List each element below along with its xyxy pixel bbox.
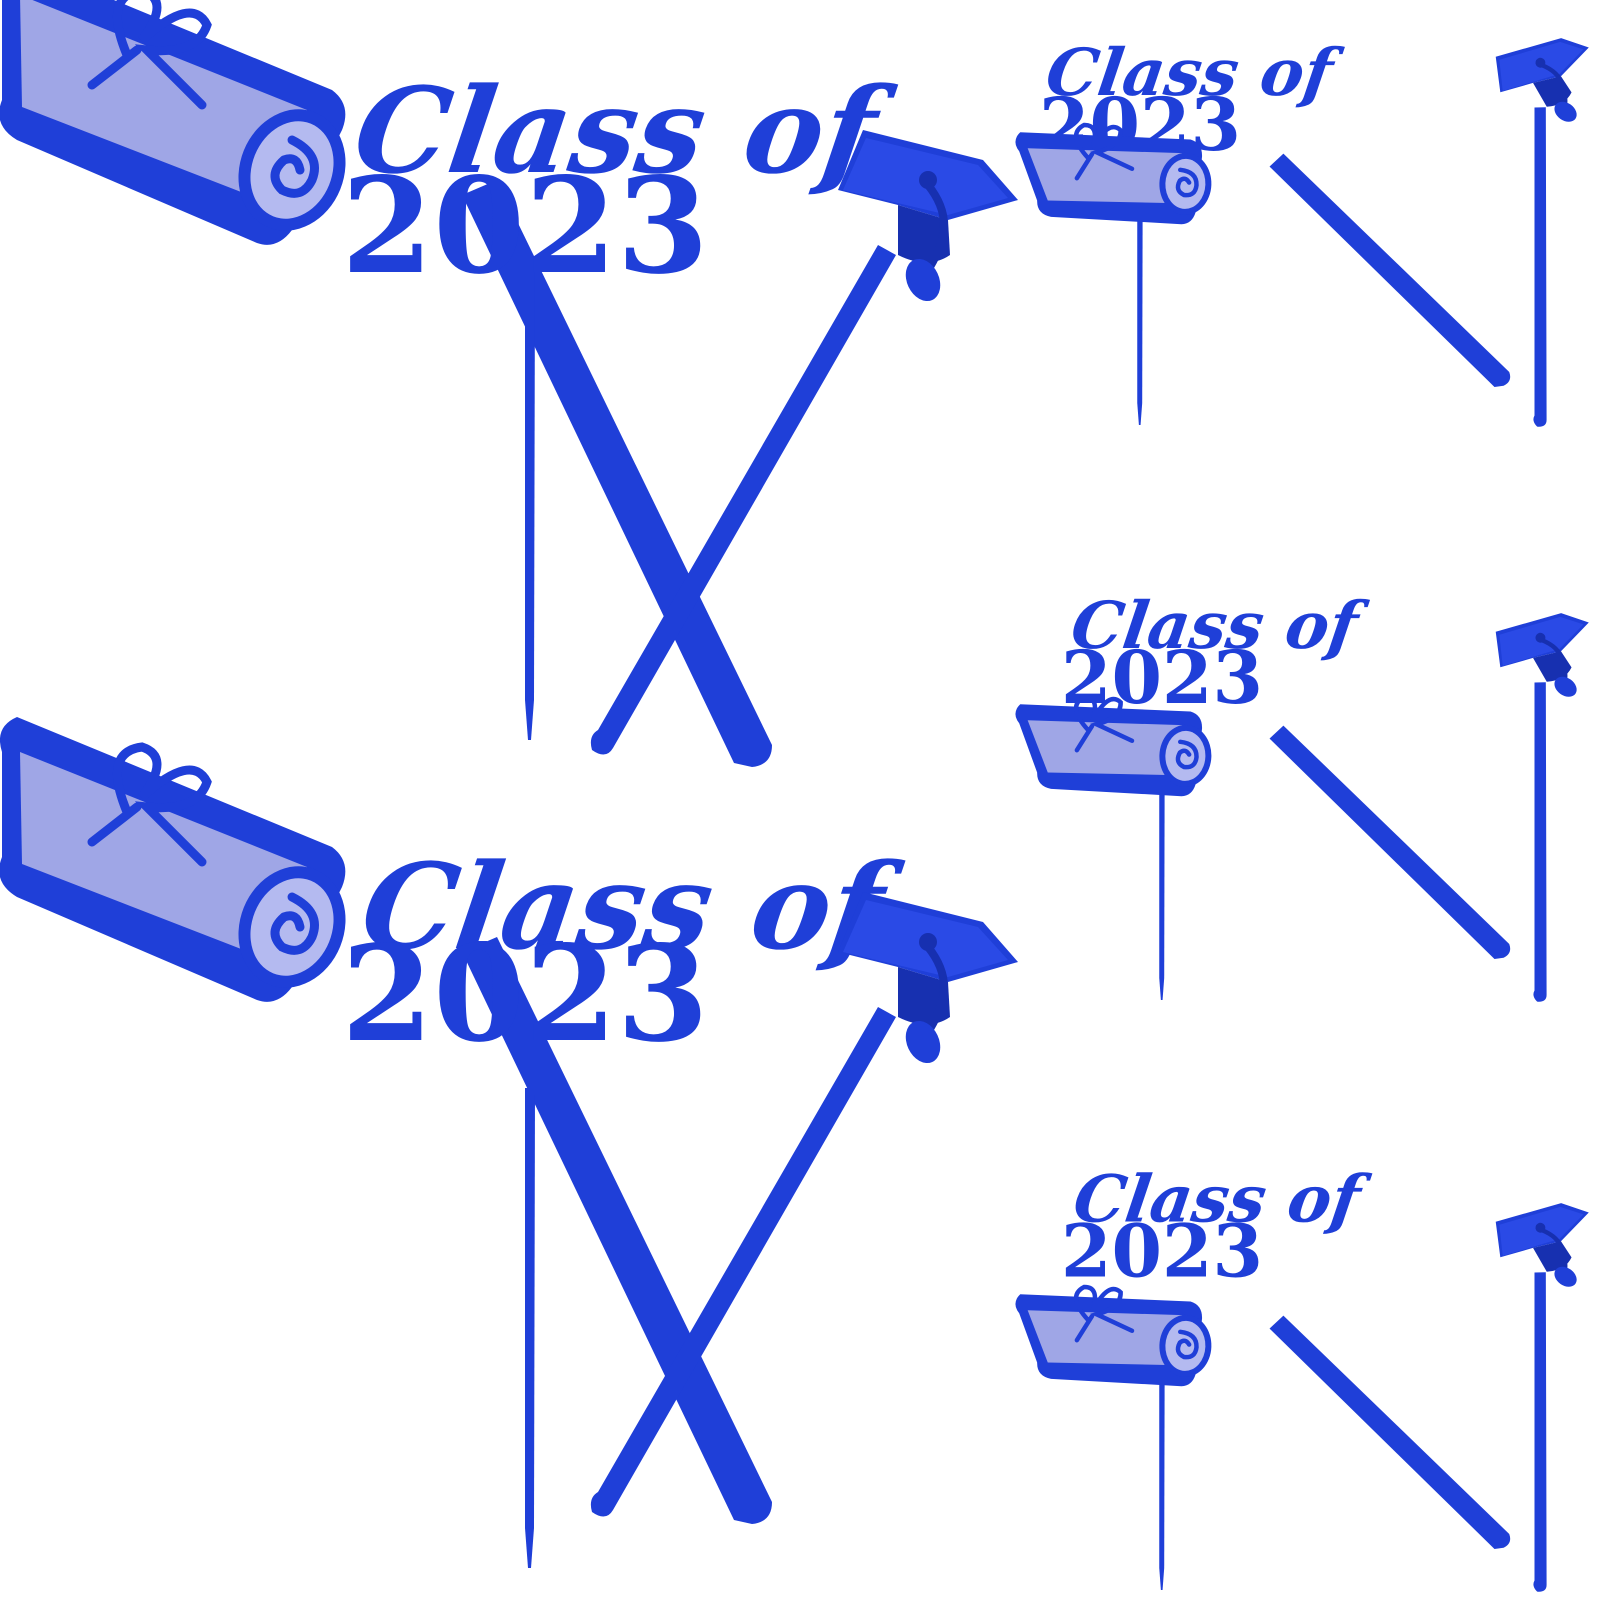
class-of-2023-topper-large-1: Class of 2023: [341, 62, 902, 740]
class-of-2023-topper-small-3: Class of 2023: [1061, 1162, 1375, 1590]
class-of-2023-topper-small-1: Class of 2023: [1039, 35, 1347, 425]
topper-line1: Class of: [1042, 35, 1348, 111]
topper-line1: Class of: [1067, 588, 1373, 664]
topper-line1: Class of: [347, 62, 902, 200]
topper-line1: Class of: [1069, 1162, 1375, 1238]
class-of-2023-topper-small-2: Class of 2023: [1061, 588, 1372, 1000]
topper-line2: 2023: [1061, 1210, 1263, 1295]
topper-line2: 2023: [341, 917, 708, 1072]
topper-line2: 2023: [341, 149, 708, 304]
topper-line1: Class of: [354, 838, 909, 976]
class-of-2023-topper-large-2: Class of 2023: [341, 838, 909, 1568]
